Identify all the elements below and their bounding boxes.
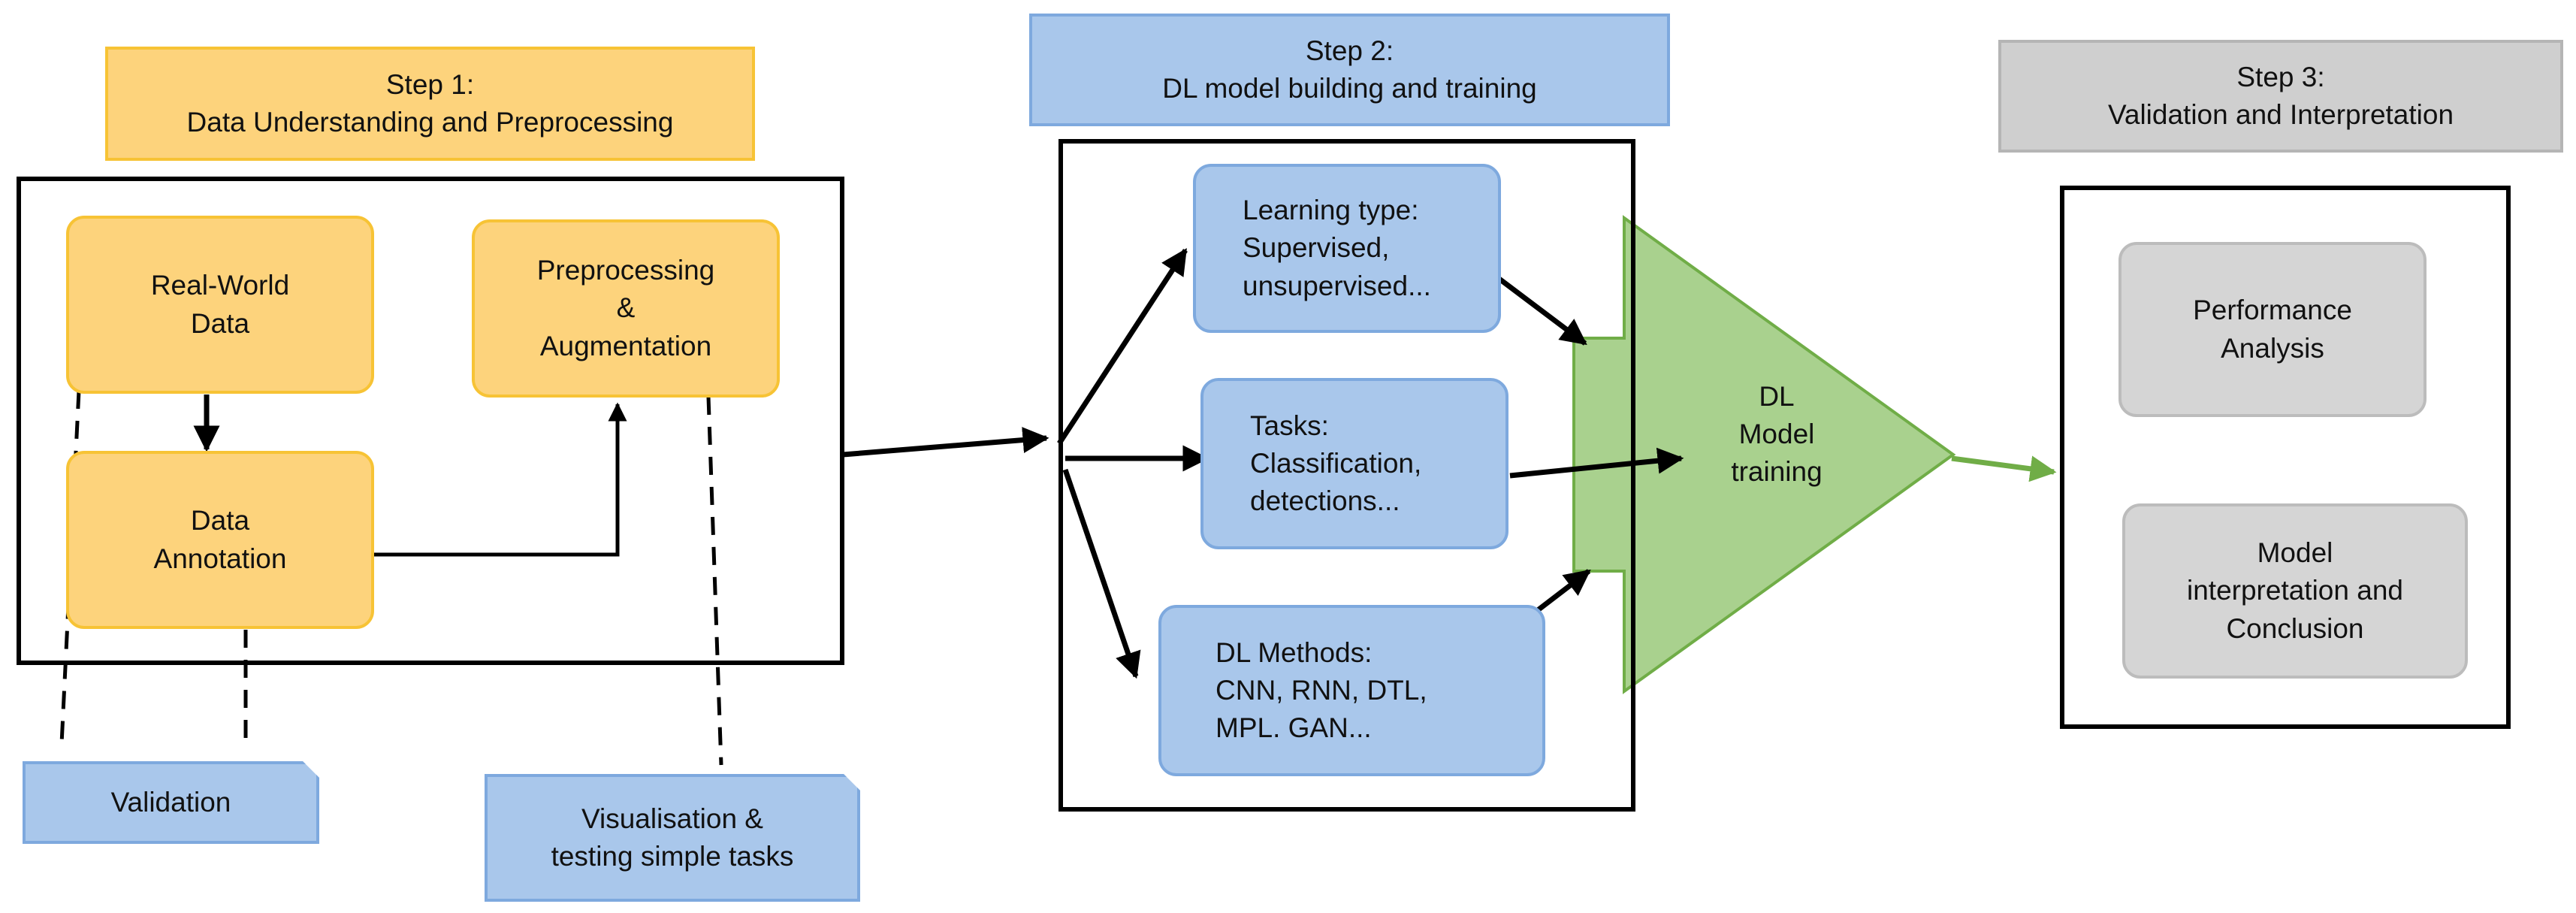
arrow-branch-methods <box>1062 468 1141 679</box>
step1-frame <box>17 177 844 665</box>
model-interpretation-node: Model interpretation and Conclusion <box>2122 503 2468 679</box>
real-world-data-node: Real-World Data <box>66 216 374 394</box>
step2-frame <box>1058 139 1635 812</box>
arrow-step1-to-step2 <box>842 427 1049 458</box>
tasks-node: Tasks: Classification, detections... <box>1200 378 1508 549</box>
step3-frame <box>2060 186 2511 729</box>
step1-header: Step 1: Data Understanding and Preproces… <box>105 47 755 161</box>
validation-note: Validation <box>23 761 319 844</box>
arrow-training-to-step3 <box>1951 455 2057 482</box>
visualisation-testing-note: Visualisation & testing simple tasks <box>485 774 860 902</box>
dl-model-training-label: DL Model training <box>1731 380 1823 488</box>
arrow-tasks-to-training <box>1509 447 1684 479</box>
arrow-learning-type-to-training <box>1489 271 1587 346</box>
performance-analysis-node: Performance Analysis <box>2118 242 2427 417</box>
arrow-annotation-to-preprocessing <box>373 402 627 557</box>
arrow-branch-learning-type <box>1057 248 1188 445</box>
preprocessing-augmentation-node: Preprocessing & Augmentation <box>472 219 780 398</box>
dl-methods-node: DL Methods: CNN, RNN, DTL, MPL. GAN... <box>1158 605 1545 776</box>
step2-header: Step 2: DL model building and training <box>1029 14 1670 126</box>
dashed-preprocessing-to-visualisation <box>706 396 723 766</box>
step3-header: Step 3: Validation and Interpretation <box>1998 40 2563 153</box>
data-annotation-node: Data Annotation <box>66 451 374 629</box>
arrow-methods-to-training <box>1536 569 1591 612</box>
learning-type-node: Learning type: Supervised, unsupervised.… <box>1193 164 1501 333</box>
